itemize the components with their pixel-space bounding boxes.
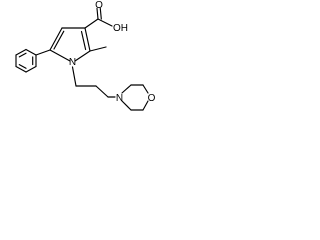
carbonyl-double-bond <box>99 7 102 20</box>
morpholine-bond <box>121 84 132 94</box>
pyrrole-bond <box>74 50 91 62</box>
pyrrole-bond <box>49 49 71 62</box>
molecular-structure-diagram: O OH N N O <box>15 0 156 111</box>
propyl-bond <box>71 66 77 87</box>
carbonyl-oxygen-label: O <box>95 0 103 11</box>
phenyl-pyrrole-bond <box>35 49 51 56</box>
pyrrole-ring <box>49 27 91 62</box>
morpholine-bond <box>142 100 149 111</box>
carboxyl-bond <box>84 18 99 29</box>
phenyl-bond <box>15 48 27 56</box>
pyrrole-bond <box>84 27 91 52</box>
morpholine-oxygen-label: O <box>148 93 156 104</box>
pyrrole-double-bond <box>80 30 87 51</box>
pyrrole-double-bond <box>53 30 65 50</box>
phenyl-bond <box>25 65 37 73</box>
carboxylic-acid-group: O OH <box>84 0 128 34</box>
phenyl-bond <box>15 65 27 73</box>
pyrrole-bond <box>49 27 63 51</box>
morpholine-nitrogen-label: N <box>116 93 123 104</box>
hydroxyl-bond <box>97 18 113 27</box>
phenyl-ring <box>15 48 37 73</box>
propyl-linker <box>71 66 116 98</box>
hydroxyl-label: OH <box>113 23 128 34</box>
morpholine-bond <box>142 84 149 94</box>
phenyl-double-bond <box>18 64 27 69</box>
phenyl-double-bond <box>18 52 27 58</box>
propyl-bond <box>95 85 109 98</box>
carbonyl-double-bond <box>96 7 99 20</box>
phenyl-bond <box>25 48 37 56</box>
morpholine-bond <box>121 100 132 111</box>
morpholine-ring: N O <box>116 84 156 111</box>
methyl-bond <box>89 46 107 52</box>
pyrrole-nitrogen-label: N <box>69 57 76 68</box>
